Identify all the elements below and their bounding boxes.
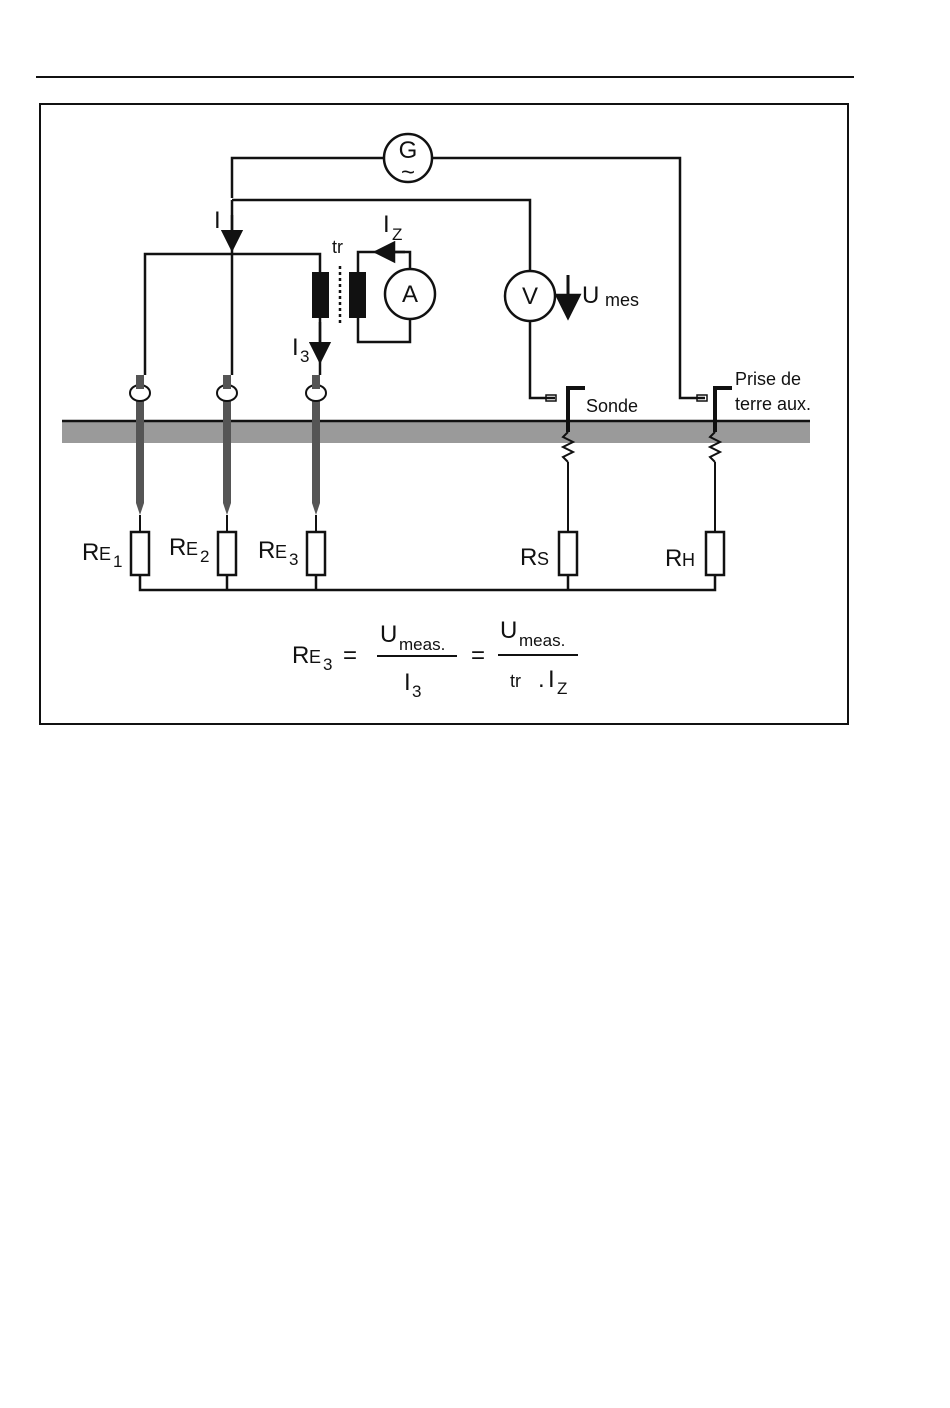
earth-electrode-1 [130, 375, 150, 532]
main-current-label: I [214, 207, 221, 234]
ammeter-symbol: A [385, 269, 435, 319]
voltage-sub-label: mes [605, 290, 639, 310]
voltmeter-symbol: V [505, 271, 555, 321]
rs-label: R [520, 544, 537, 571]
current-z-label: I [383, 211, 390, 238]
re2-label: R [169, 534, 186, 561]
rh-label: R [665, 545, 682, 572]
formula-den-1: I [404, 669, 411, 696]
resistor-re2 [218, 532, 236, 575]
ground-band [62, 421, 810, 443]
diagram-frame [40, 104, 848, 724]
bottom-bus [140, 575, 715, 590]
aux-earth-stake [697, 388, 732, 532]
rs-sub: S [537, 549, 549, 569]
formula-den-2-i: I [548, 666, 555, 693]
generator-tilde: ~ [401, 159, 415, 186]
re1-label: R [82, 539, 99, 566]
formula-den-2-tr: tr [510, 671, 521, 691]
aux-earth-label-line2: terre aux. [735, 394, 811, 414]
resistor-re1 [131, 532, 149, 575]
current-3-label: I [292, 334, 299, 361]
current-3-sub: 3 [300, 347, 309, 366]
current-transformer [312, 266, 366, 325]
formula-den-2-dot: . [538, 666, 545, 693]
re1-sub: E [99, 544, 111, 564]
generator-symbol: G ~ [384, 134, 432, 186]
formula-num-2: U [500, 617, 517, 644]
formula-lhs-idx: 3 [323, 655, 332, 674]
voltage-label: U [582, 282, 599, 309]
current-z-sub: Z [392, 225, 402, 244]
re2-idx: 2 [200, 547, 209, 566]
re3-idx: 3 [289, 550, 298, 569]
earth-electrode-3 [306, 375, 326, 532]
voltmeter-label: V [522, 283, 538, 310]
formula-num-1: U [380, 621, 397, 648]
formula: R E 3 = U meas. I 3 = U meas. tr . I Z [292, 617, 578, 701]
probe-stake [546, 388, 585, 532]
formula-eq-1: = [343, 642, 357, 669]
formula-lhs: R [292, 642, 309, 669]
resistor-rh [706, 532, 724, 575]
earth-electrode-2 [217, 375, 237, 532]
formula-den-1-sub: 3 [412, 682, 421, 701]
re3-sub: E [275, 542, 287, 562]
resistor-re3 [307, 532, 325, 575]
re3-label: R [258, 537, 275, 564]
re1-idx: 1 [113, 552, 122, 571]
formula-den-2-sub: Z [557, 679, 567, 698]
resistor-rs [559, 532, 577, 575]
rh-sub: H [682, 550, 695, 570]
transformer-label: tr [332, 237, 343, 257]
aux-earth-label-line1: Prise de [735, 369, 801, 389]
formula-eq-2: = [471, 642, 485, 669]
formula-num-2-sub: meas. [519, 631, 565, 650]
formula-lhs-sub: E [309, 647, 321, 667]
ammeter-label: A [402, 281, 418, 308]
formula-num-1-sub: meas. [399, 635, 445, 654]
probe-label: Sonde [586, 396, 638, 416]
re2-sub: E [186, 539, 198, 559]
